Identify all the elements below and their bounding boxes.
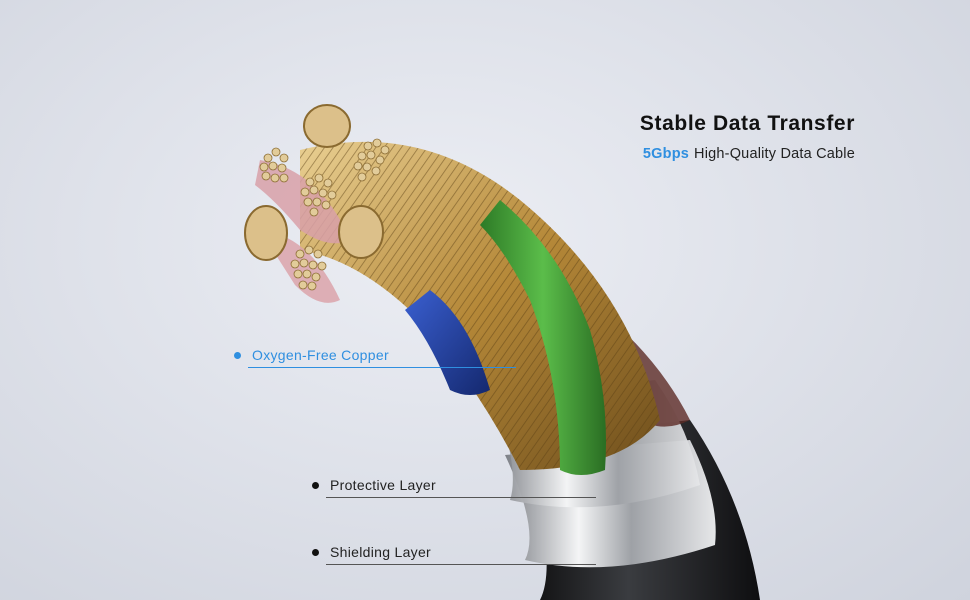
callout-leader-line (326, 564, 596, 565)
callout-dot (312, 549, 319, 556)
headline-title: Stable Data Transfer (639, 112, 855, 135)
callout-label: Oxygen-Free Copper (252, 347, 389, 363)
callout-leader-line (248, 367, 516, 368)
subtitle-text: High-Quality Data Cable (694, 146, 855, 162)
callout-leader-line (326, 497, 596, 498)
callout-label: Shielding Layer (330, 544, 432, 560)
callout-label: Protective Layer (330, 477, 436, 493)
speed-highlight: 5Gbps (642, 146, 690, 162)
callout-dot (312, 482, 319, 489)
callout-dot (234, 352, 241, 359)
